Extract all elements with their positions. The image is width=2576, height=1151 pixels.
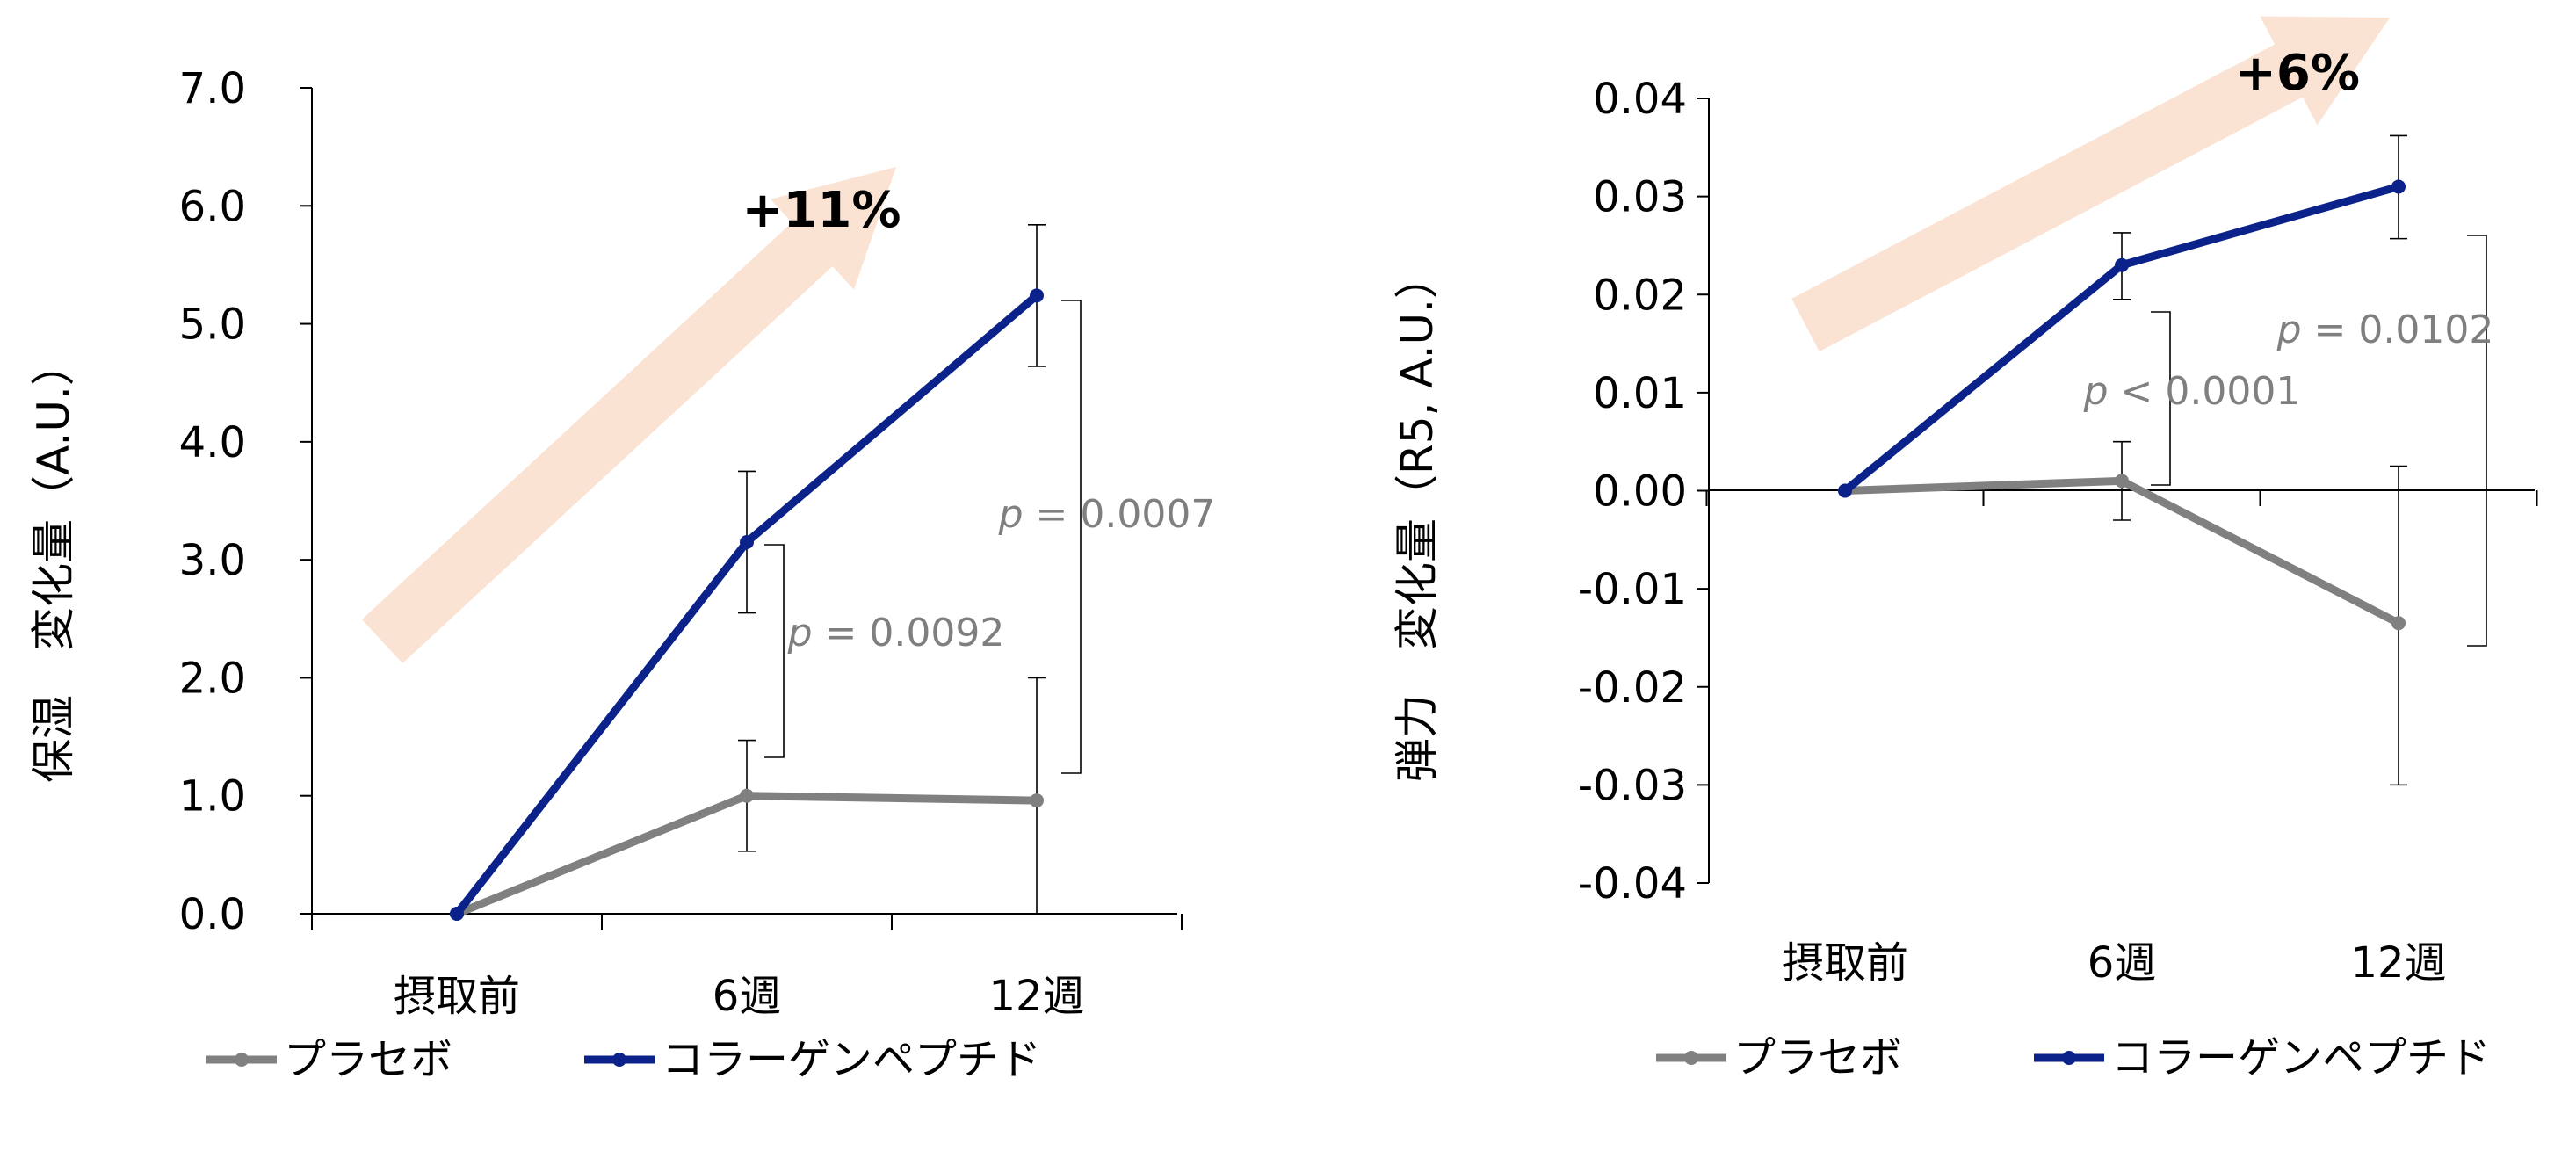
bracket-line bbox=[764, 544, 785, 758]
y-tick-label: 0.02 bbox=[1593, 271, 1687, 320]
legend-marker bbox=[235, 1053, 249, 1067]
y-tick-label: 3.0 bbox=[179, 536, 246, 585]
y-tick-label: 7.0 bbox=[179, 64, 246, 113]
significance-bracket: p = 0.0092 bbox=[764, 544, 1005, 758]
y-tick-label: 6.0 bbox=[179, 182, 246, 231]
y-tick-label: -0.01 bbox=[1578, 565, 1687, 614]
y-axis-label: 弾力 変化量（R5, A.U.） bbox=[1392, 255, 1443, 782]
data-point bbox=[740, 788, 754, 803]
y-tick-label: 5.0 bbox=[179, 300, 246, 350]
significance-bracket: p = 0.0007 bbox=[998, 300, 1216, 774]
data-point bbox=[1838, 483, 1852, 498]
legend: プラセボ コラーゲンペプチド bbox=[206, 1035, 1041, 1084]
y-tick-label: 2.0 bbox=[179, 654, 246, 703]
legend-item: コラーゲンペプチド bbox=[584, 1035, 1041, 1084]
legend-item: コラーゲンペプチド bbox=[2034, 1033, 2491, 1082]
y-tick-label: 0.00 bbox=[1593, 467, 1687, 517]
y-tick-label: -0.03 bbox=[1578, 761, 1687, 810]
y-tick-label: 0.0 bbox=[179, 890, 246, 939]
legend-label: コラーゲンペプチド bbox=[662, 1035, 1041, 1084]
x-category-label: 12週 bbox=[988, 972, 1084, 1021]
x-category-label: 摂取前 bbox=[394, 972, 520, 1021]
p-value-label: p < 0.0001 bbox=[2083, 369, 2301, 414]
series-placebo bbox=[450, 677, 1046, 921]
legend-marker bbox=[1684, 1051, 1698, 1065]
legend-label: コラーゲンペプチド bbox=[2111, 1033, 2491, 1082]
data-point bbox=[2115, 474, 2129, 489]
legend-marker bbox=[612, 1053, 626, 1067]
y-tick-label: 0.01 bbox=[1593, 369, 1687, 418]
bracket-line bbox=[1061, 300, 1082, 774]
increase-label: +6% bbox=[2235, 45, 2360, 102]
legend-label: プラセボ bbox=[284, 1035, 452, 1084]
p-value-label: p = 0.0007 bbox=[998, 492, 1216, 537]
significance-bracket: p = 0.0102 bbox=[2276, 235, 2494, 647]
y-tick-label: 0.03 bbox=[1593, 173, 1687, 222]
series-collagen bbox=[1838, 134, 2407, 498]
legend-marker bbox=[2062, 1051, 2076, 1065]
p-value-label: p = 0.0092 bbox=[787, 611, 1005, 655]
y-tick-label: 0.04 bbox=[1593, 75, 1687, 124]
increase-label: +11% bbox=[742, 182, 901, 239]
data-point bbox=[740, 535, 754, 549]
y-tick-label: 4.0 bbox=[179, 418, 246, 467]
series-collagen bbox=[450, 223, 1046, 921]
series-placebo bbox=[1838, 440, 2407, 786]
data-point bbox=[1030, 793, 1044, 808]
legend-item: プラセボ bbox=[1656, 1033, 1902, 1082]
y-tick-label: -0.02 bbox=[1578, 663, 1687, 713]
legend-label: プラセボ bbox=[1733, 1033, 1902, 1082]
p-value-label: p = 0.0102 bbox=[2276, 308, 2494, 352]
growth-arrow bbox=[1791, 16, 2390, 352]
significance-bracket: p < 0.0001 bbox=[2083, 311, 2301, 486]
data-point bbox=[1030, 288, 1044, 303]
data-point bbox=[450, 907, 464, 921]
legend: プラセボ コラーゲンペプチド bbox=[1656, 1033, 2491, 1082]
y-tick-label: 1.0 bbox=[179, 772, 246, 822]
y-axis-label: 保湿 変化量（A.U.） bbox=[28, 342, 79, 783]
data-point bbox=[2115, 257, 2129, 272]
growth-arrow bbox=[361, 167, 896, 663]
y-tick-label: -0.04 bbox=[1578, 859, 1687, 908]
legend-item: プラセボ bbox=[206, 1035, 452, 1084]
elasticity-chart: -0.04 -0.03 -0.02 -0.01 0.00 0.01 0.02 0.03 0.04… bbox=[1392, 16, 2538, 1082]
moisture-chart: 0.0 1.0 2.0 3.0 4.0 5.0 6.0 7.0 摂取前 6週 12週 保湿 変化量（A… bbox=[28, 64, 1215, 1084]
data-point bbox=[2391, 616, 2406, 631]
x-category-label: 摂取前 bbox=[1782, 938, 1908, 988]
x-category-label: 12週 bbox=[2350, 938, 2446, 988]
bracket-line bbox=[2467, 235, 2487, 647]
x-category-label: 6週 bbox=[713, 972, 782, 1021]
x-category-label: 6週 bbox=[2088, 938, 2157, 988]
data-point bbox=[2391, 179, 2406, 194]
bracket-line bbox=[2151, 311, 2171, 486]
